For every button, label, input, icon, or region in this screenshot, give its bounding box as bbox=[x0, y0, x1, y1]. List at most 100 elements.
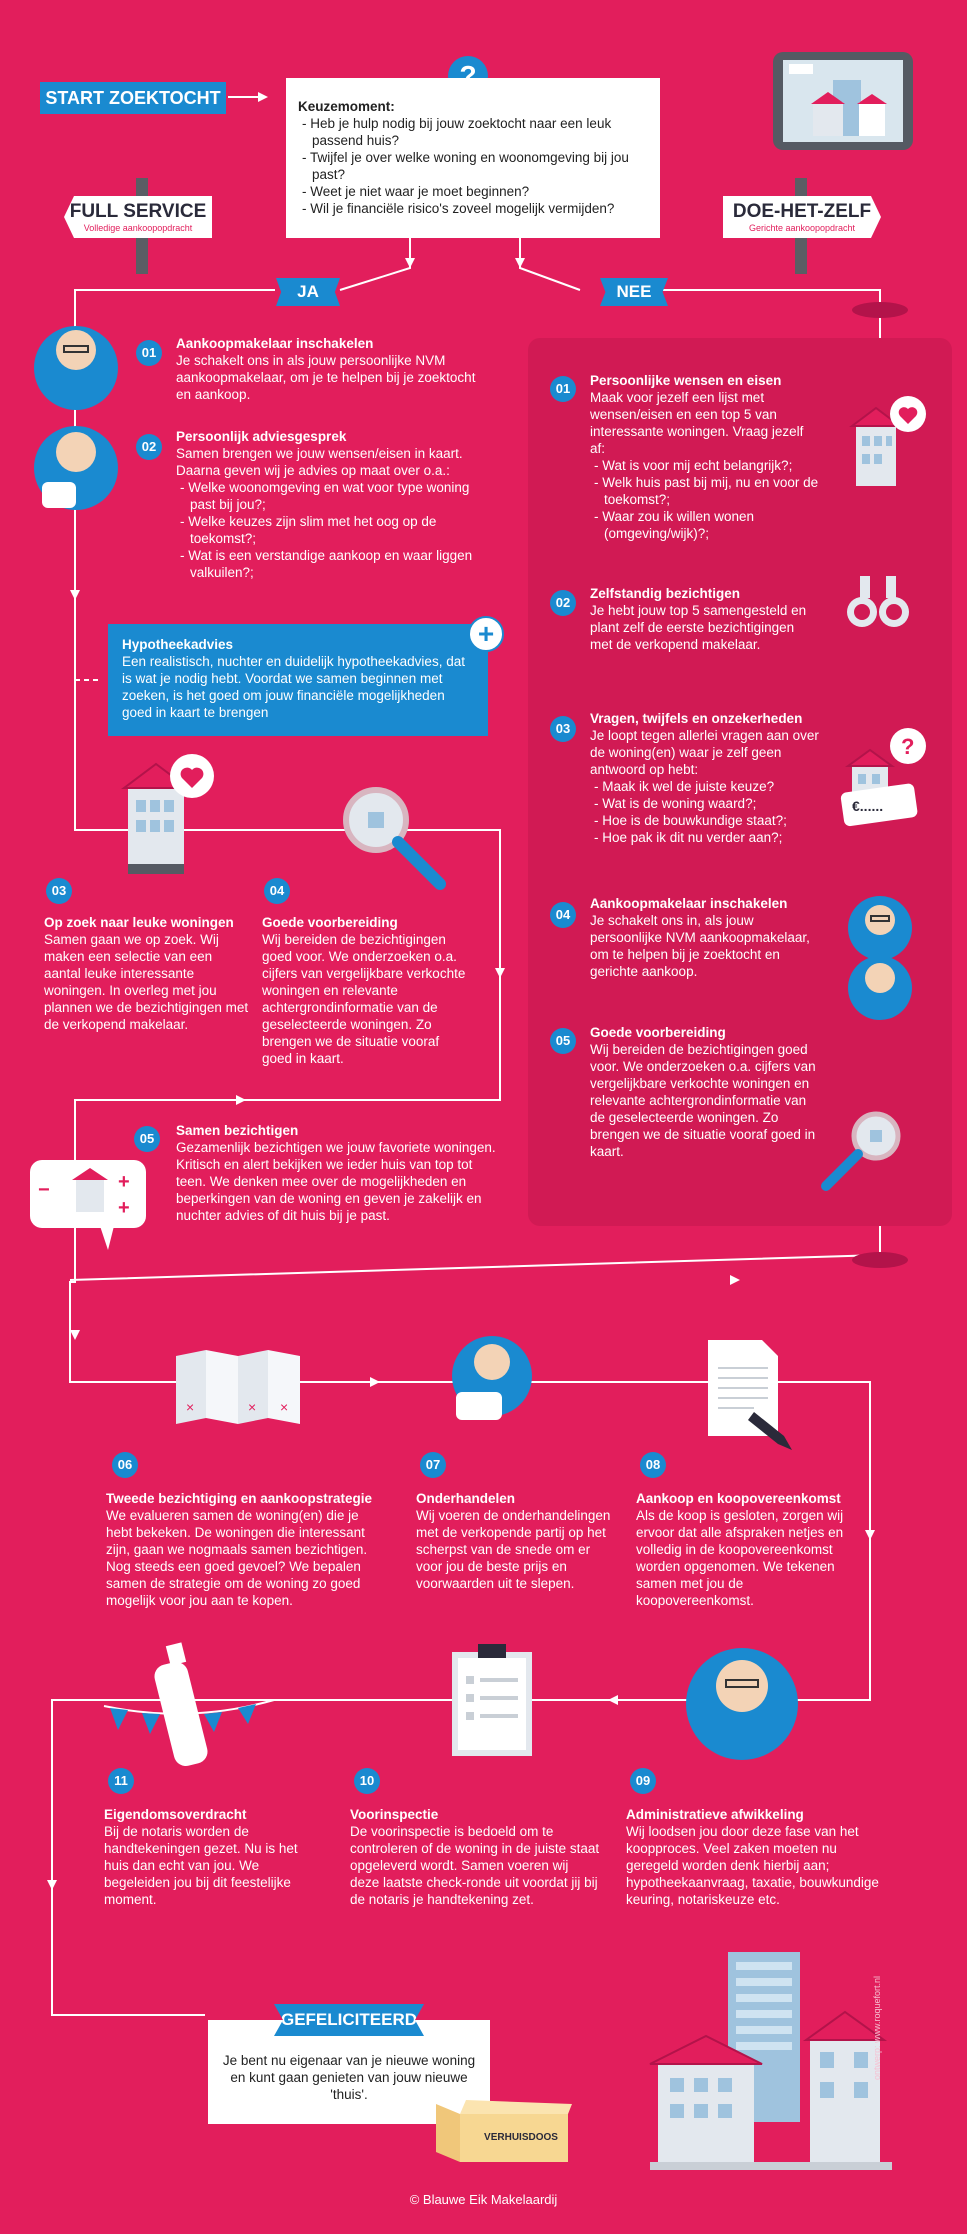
advisor-pair-icon bbox=[848, 896, 912, 1020]
full-step-1: Aankoopmakelaar inschakelen Je schakelt … bbox=[176, 335, 476, 403]
diy-subtitle: Gerichte aankoopopdracht bbox=[748, 223, 856, 233]
binoculars-icon bbox=[847, 576, 909, 627]
step-body: Wij loodsen jou door deze fase van het k… bbox=[626, 1824, 879, 1907]
house-heart-icon bbox=[849, 396, 926, 486]
step-number: 07 bbox=[420, 1452, 446, 1478]
diy-sign: DOE-HET-ZELF Gerichte aankoopopdracht bbox=[723, 196, 881, 238]
step-title: Aankoopmakelaar inschakelen bbox=[590, 896, 788, 911]
step-body: Bij de notaris worden de handtekeningen … bbox=[104, 1824, 298, 1907]
step-title: Goede voorbereiding bbox=[590, 1025, 726, 1040]
shared-step-10: Voorinspectie De voorinspectie is bedoel… bbox=[350, 1806, 600, 1908]
step-title: Zelfstandig bezichtigen bbox=[590, 586, 741, 601]
map-icon: × × × bbox=[176, 1350, 300, 1424]
step-body: De voorinspectie is bedoeld om te contro… bbox=[350, 1824, 600, 1907]
magnifier-icon bbox=[343, 787, 446, 890]
step-title: Samen bezichtigen bbox=[176, 1123, 299, 1138]
house-price-question-icon: ? bbox=[840, 728, 926, 827]
shared-step-6: Tweede bezichtiging en aankoopstrategie … bbox=[106, 1490, 384, 1609]
clipboard-checklist-icon bbox=[452, 1644, 532, 1756]
step-number: 01 bbox=[136, 340, 162, 366]
step-list-item: Waar zou ik willen wonen (omgeving/wijk)… bbox=[602, 508, 820, 542]
step-number: 03 bbox=[46, 878, 72, 904]
keuze-title: Keuzemoment: bbox=[298, 99, 395, 114]
diy-step-2: Zelfstandig bezichtigen Je hebt jouw top… bbox=[590, 585, 820, 653]
svg-text:+: + bbox=[118, 1171, 130, 1193]
final-message-box: Je bent nu eigenaar van je nieuwe woning… bbox=[208, 2020, 490, 2124]
step-list-item: Hoe pak ik dit nu verder aan?; bbox=[602, 829, 820, 846]
step-title: Eigendomsoverdracht bbox=[104, 1807, 247, 1822]
branch-yes-label: JA bbox=[276, 278, 340, 306]
full-service-sign: FULL SERVICE Volledige aankoopopdracht bbox=[64, 196, 212, 238]
step-title: Persoonlijke wensen en eisen bbox=[590, 373, 782, 388]
step-number: 09 bbox=[630, 1768, 656, 1794]
full-step-5: Samen bezichtigen Gezamenlijk bezichtige… bbox=[176, 1122, 504, 1224]
moving-box-label: VERHUISDOOS bbox=[484, 2132, 558, 2143]
step-number: 05 bbox=[134, 1126, 160, 1152]
advisor-chat-icon bbox=[452, 1336, 532, 1420]
step-body: Je schakelt ons in, als jouw persoonlijk… bbox=[590, 913, 810, 979]
diy-step-4: Aankoopmakelaar inschakelen Je schakelt … bbox=[590, 895, 820, 980]
keuze-item: Wil je financiële risico's zoveel mogeli… bbox=[310, 200, 650, 217]
step-number: 05 bbox=[550, 1028, 576, 1054]
step-list-item: Welk huis past bij mij, nu en voor de to… bbox=[602, 474, 820, 508]
contract-pen-icon bbox=[708, 1340, 792, 1450]
diy-step-1: Persoonlijke wensen en eisen Maak voor j… bbox=[590, 372, 820, 542]
step-number: 02 bbox=[550, 590, 576, 616]
step-number: 04 bbox=[264, 878, 290, 904]
branch-no-label: NEE bbox=[600, 278, 668, 306]
keuze-item: Heb je hulp nodig bij jouw zoektocht naa… bbox=[310, 115, 650, 149]
mortgage-title: Hypotheekadvies bbox=[122, 637, 234, 652]
shared-step-11: Eigendomsoverdracht Bij de notaris worde… bbox=[104, 1806, 316, 1908]
step-body: Je hebt jouw top 5 samengesteld en plant… bbox=[590, 603, 807, 652]
keuzemoment-box: Keuzemoment: Heb je hulp nodig bij jouw … bbox=[286, 78, 660, 238]
step-body: Samen gaan we op zoek. Wij maken een sel… bbox=[44, 932, 249, 1032]
step-title: Persoonlijk adviesgesprek bbox=[176, 429, 347, 444]
svg-text:−: − bbox=[38, 1179, 50, 1201]
congratulations-badge: GEFELICITEERD bbox=[274, 2004, 424, 2036]
step-list-item: Wat is de woning waard?; bbox=[602, 795, 820, 812]
step-body: Wij voeren de onderhandelingen met de ve… bbox=[416, 1508, 611, 1591]
step-number: 11 bbox=[108, 1768, 134, 1794]
step-title: Administratieve afwikkeling bbox=[626, 1807, 804, 1822]
step-body: Gezamenlijk bezichtigen we jouw favoriet… bbox=[176, 1140, 496, 1223]
keuze-item: Weet je niet waar je moet beginnen? bbox=[310, 183, 650, 200]
step-number: 06 bbox=[112, 1452, 138, 1478]
svg-text:×: × bbox=[186, 1399, 194, 1415]
step-title: Aankoopmakelaar inschakelen bbox=[176, 336, 374, 351]
final-message-text: Je bent nu eigenaar van je nieuwe woning… bbox=[222, 2053, 476, 2102]
keuze-item: Twijfel je over welke woning en woonomge… bbox=[310, 149, 650, 183]
full-service-subtitle: Volledige aankoopopdracht bbox=[83, 223, 193, 233]
design-credit: ontwerp: www.roquefort.nl bbox=[872, 1975, 882, 2080]
step-body: We evalueren samen de woning(en) die je … bbox=[106, 1508, 368, 1608]
svg-text:×: × bbox=[248, 1399, 256, 1415]
shared-step-9: Administratieve afwikkeling Wij loodsen … bbox=[626, 1806, 888, 1908]
step-list-item: Welke keuzes zijn slim met het oog op de… bbox=[188, 513, 476, 547]
step-body: Maak voor jezelf een lijst met wensen/ei… bbox=[590, 390, 804, 456]
mortgage-advice-box: Hypotheekadvies Een realistisch, nuchter… bbox=[108, 624, 488, 736]
step-title: Voorinspectie bbox=[350, 1807, 439, 1822]
shared-step-7: Onderhandelen Wij voeren de onderhandeli… bbox=[416, 1490, 616, 1592]
step-number: 01 bbox=[550, 376, 576, 402]
step-list-item: Wat is een verstandige aankoop en waar l… bbox=[188, 547, 476, 581]
tablet-icon bbox=[773, 52, 913, 150]
step-number: 08 bbox=[640, 1452, 666, 1478]
step-number: 03 bbox=[550, 716, 576, 742]
svg-text:+: + bbox=[118, 1197, 130, 1219]
advisor-avatar-icon bbox=[686, 1648, 798, 1760]
copyright-text: © Blauwe Eik Makelaardij bbox=[409, 2192, 558, 2207]
shared-step-8: Aankoop en koopovereenkomst Als de koop … bbox=[636, 1490, 856, 1609]
step-body: Wij bereiden de bezichtigingen goed voor… bbox=[262, 932, 466, 1066]
advisor-chat-icon bbox=[34, 426, 118, 510]
buildings-icon bbox=[649, 1952, 892, 2170]
diy-title: DOE-HET-ZELF bbox=[732, 201, 872, 222]
champagne-bunting-icon bbox=[103, 1642, 275, 1767]
full-service-title: FULL SERVICE bbox=[69, 201, 207, 222]
step-title: Tweede bezichtiging en aankoopstrategie bbox=[106, 1491, 373, 1506]
step-title: Onderhandelen bbox=[416, 1491, 516, 1506]
step-body: Wij bereiden de bezichtigingen goed voor… bbox=[590, 1042, 816, 1159]
step-body: Je loopt tegen allerlei vragen aan over … bbox=[590, 728, 819, 777]
step-number: 02 bbox=[136, 434, 162, 460]
start-label: START ZOEKTOCHT bbox=[40, 82, 226, 114]
step-title: Vragen, twijfels en onzekerheden bbox=[590, 711, 803, 726]
